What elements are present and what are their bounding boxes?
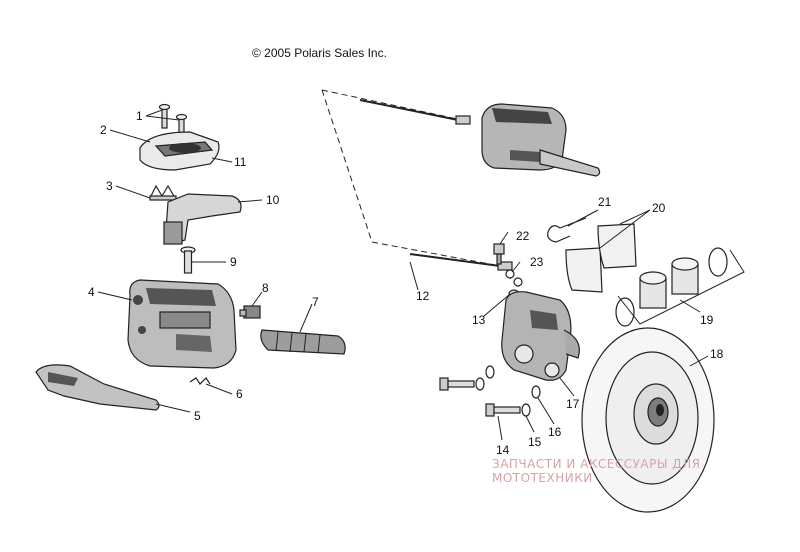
callout-1: 1 — [136, 109, 143, 123]
callout-8: 8 — [262, 281, 269, 295]
part-6-spring — [189, 377, 211, 385]
callout-19: 19 — [700, 313, 714, 327]
callout-16: 16 — [548, 425, 562, 439]
assembled-master-cylinder — [481, 103, 601, 177]
callout-9: 9 — [230, 255, 237, 269]
part-8-fitting — [239, 305, 261, 319]
callout-6: 6 — [236, 387, 243, 401]
leader-lines — [97, 109, 709, 441]
part-16-washers — [485, 365, 541, 399]
part-7-piston — [260, 329, 346, 355]
part-20-brake-pads — [565, 223, 637, 293]
callout-3: 3 — [106, 179, 113, 193]
callout-11: 11 — [234, 155, 247, 169]
part-15-washers — [475, 377, 531, 417]
callout-7: 7 — [312, 295, 319, 309]
callout-17: 17 — [566, 397, 580, 411]
part-21-pad-pin — [547, 217, 587, 243]
watermark-tagline: ЗАПЧАСТИ И АКСЕССУАРЫ ДЛЯ МОТОТЕХНИКИ — [492, 457, 701, 485]
part-19-pistons-seals — [615, 247, 745, 327]
part-12-brake-line — [321, 89, 513, 271]
part-4-master-cylinder — [127, 279, 237, 369]
callout-13: 13 — [472, 313, 486, 327]
callout-20: 20 — [652, 201, 666, 215]
part-10-lever-bracket — [163, 193, 242, 245]
callout-22: 22 — [516, 229, 530, 243]
callout-5: 5 — [194, 409, 201, 423]
callout-2: 2 — [100, 123, 107, 137]
callout-21: 21 — [598, 195, 612, 209]
part-23-washers — [505, 269, 523, 287]
callout-18: 18 — [710, 347, 724, 361]
part-2-reservoir-cover — [139, 131, 220, 171]
copyright-text: © 2005 Polaris Sales Inc. — [252, 46, 387, 60]
callout-14: 14 — [496, 443, 510, 457]
part-18-brake-disc — [581, 327, 715, 513]
callout-labels: 1 2 3 4 5 6 7 8 9 10 11 12 13 14 15 16 1… — [88, 109, 724, 457]
part-14-bolts — [439, 377, 521, 417]
callout-4: 4 — [88, 285, 95, 299]
part-17-caliper — [501, 291, 580, 381]
part-3-spring — [149, 184, 177, 201]
part-9-pin — [180, 246, 196, 274]
callout-10: 10 — [266, 193, 280, 207]
callout-23: 23 — [530, 255, 544, 269]
part-22-bleeder — [493, 243, 505, 265]
part-5-brake-lever — [35, 364, 160, 411]
callout-15: 15 — [528, 435, 542, 449]
callout-12: 12 — [416, 289, 430, 303]
